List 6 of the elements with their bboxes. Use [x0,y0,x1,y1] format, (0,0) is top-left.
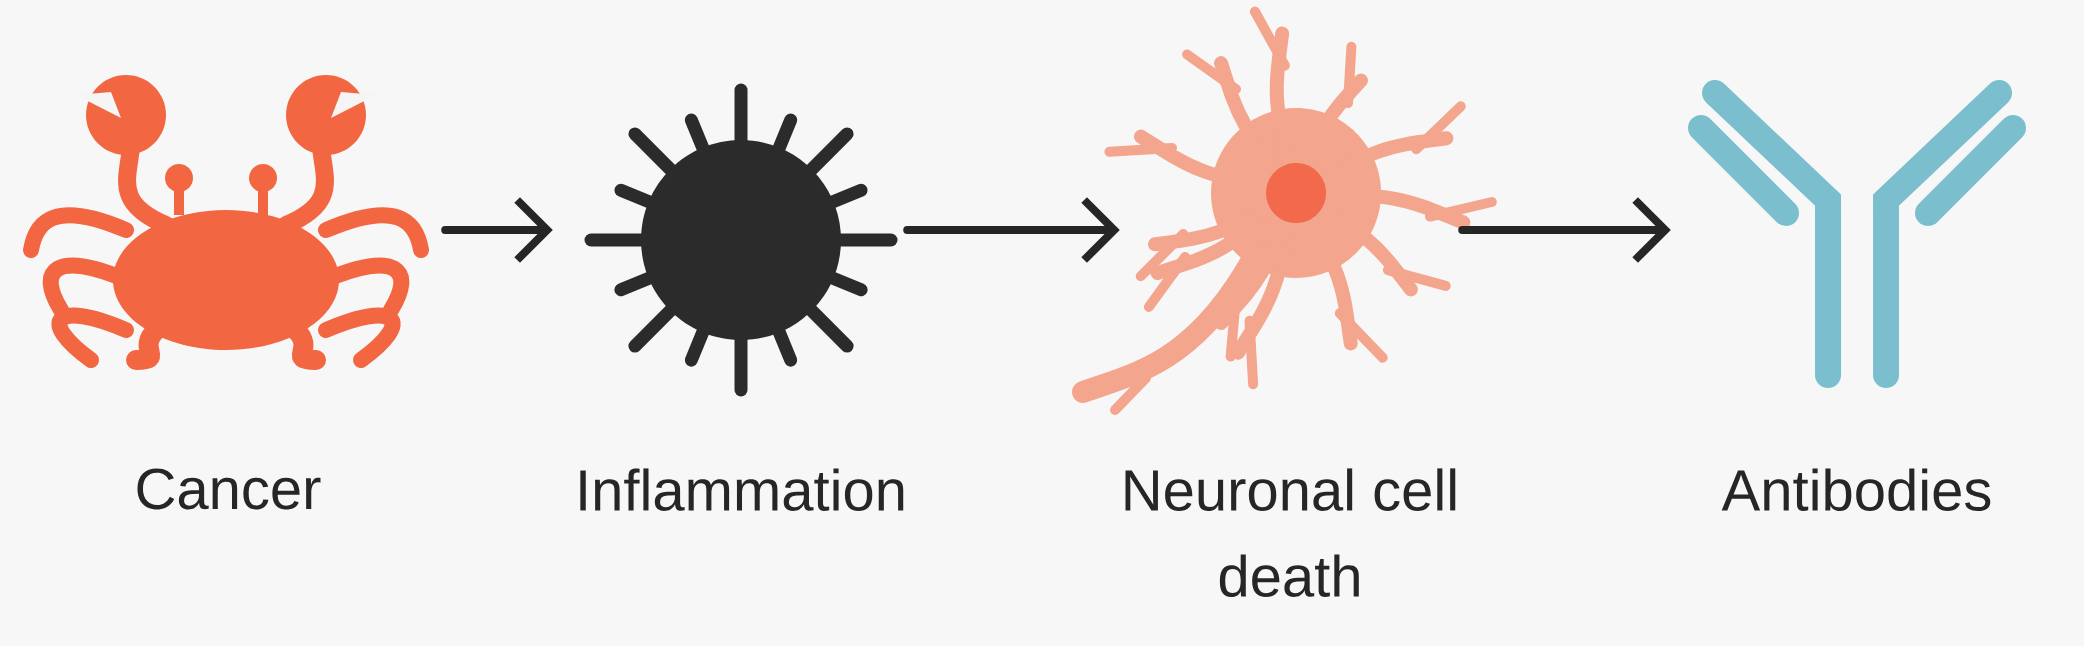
node-label: Inflammation [580,468,904,511]
node-label: Cancer [137,468,321,510]
arrow [1458,197,1671,263]
node-label: Antibodies [1721,468,1991,511]
node-label: Neuronal cell death [1125,468,1456,597]
arrow [903,197,1120,263]
